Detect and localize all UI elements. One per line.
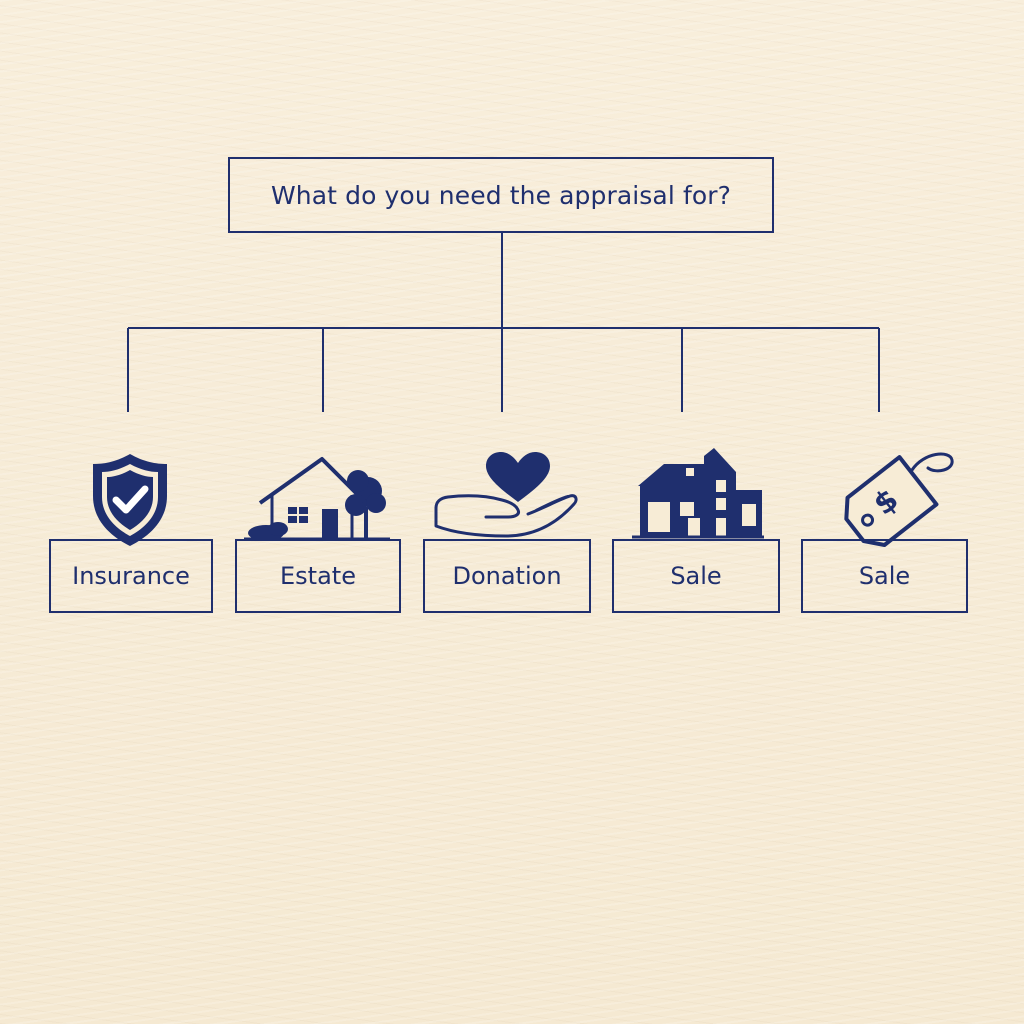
modern-house-icon bbox=[632, 448, 764, 539]
option-label: Donation bbox=[452, 562, 562, 590]
option-label: Sale bbox=[670, 562, 722, 590]
option-label: Insurance bbox=[72, 562, 190, 590]
question-box: What do you need the appraisal for? bbox=[228, 157, 774, 233]
option-label: Estate bbox=[280, 562, 356, 590]
shield-check-icon bbox=[93, 454, 167, 546]
option-estate: Estate bbox=[235, 539, 401, 613]
option-label: Sale bbox=[858, 562, 911, 590]
option-donation: Donation bbox=[423, 539, 591, 613]
option-sale-tag: Sale bbox=[801, 539, 968, 613]
house-with-tree-icon bbox=[244, 457, 390, 541]
price-tag-dollar-icon: $ bbox=[844, 452, 954, 547]
heart-in-hand-icon bbox=[434, 452, 578, 538]
option-sale-house: Sale bbox=[612, 539, 780, 613]
option-insurance: Insurance bbox=[49, 539, 213, 613]
question-text: What do you need the appraisal for? bbox=[270, 180, 731, 210]
